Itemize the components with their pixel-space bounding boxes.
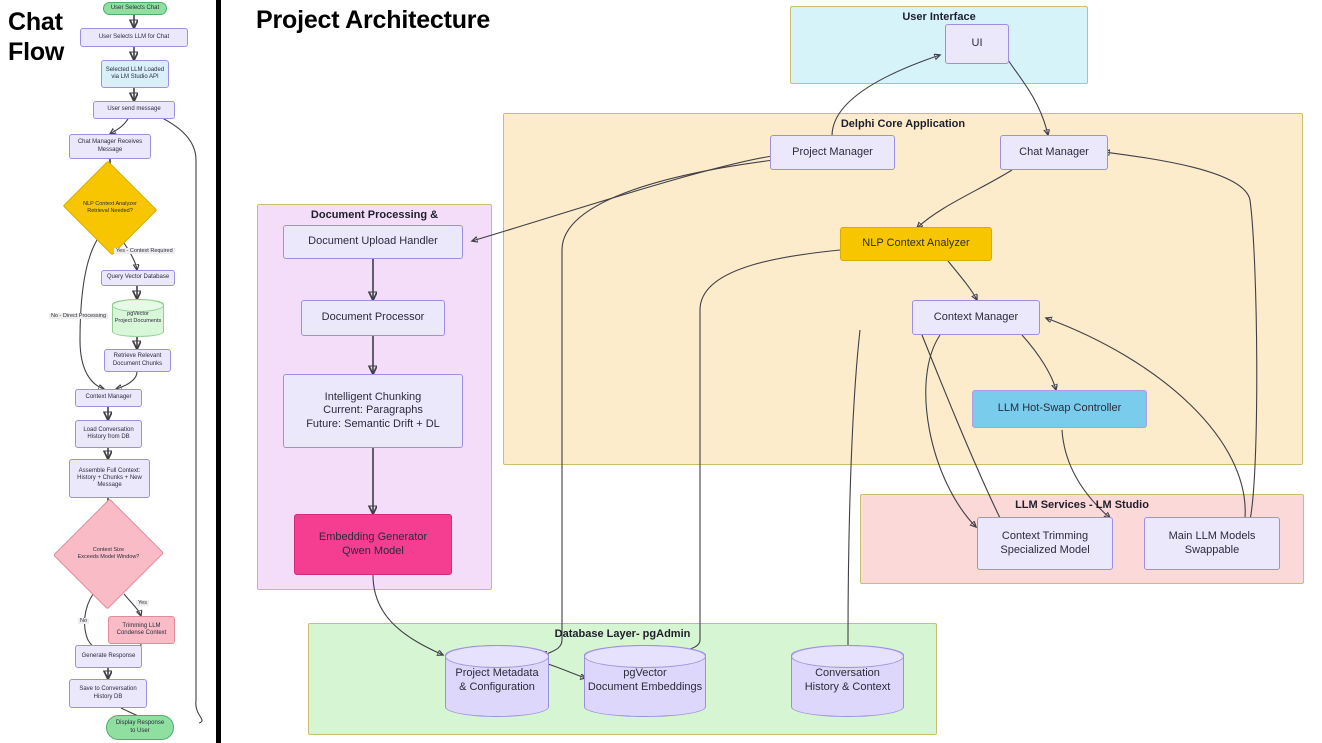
cluster-title-document-processing: Document Processing & bbox=[310, 209, 439, 221]
arch-node-context-trimming[interactable]: Context Trimming Specialized Model bbox=[977, 517, 1113, 570]
chat-flow-node-llm-loaded[interactable]: Selected LLM Loaded via LM Studio API bbox=[101, 60, 169, 88]
chat-flow-node-start[interactable]: User Selects Chat bbox=[103, 2, 167, 15]
cluster-title-database-layer: Database Layer- pgAdmin bbox=[554, 628, 691, 640]
chat-flow-edge-label-no-direct: No - Direct Processing bbox=[49, 313, 109, 320]
chat-flow-node-query-vector-db[interactable]: Query Vector Database bbox=[101, 270, 175, 286]
arch-node-document-processor[interactable]: Document Processor bbox=[301, 300, 445, 336]
arch-node-ui[interactable]: UI bbox=[945, 24, 1009, 64]
chat-flow-node-pgvector[interactable]: pgVector Project Documents bbox=[112, 299, 164, 337]
chat-flow-decision-retrieval[interactable]: NLP Context Analyzer Retrieval Needed? bbox=[62, 160, 158, 256]
cluster-delphi-core: Delphi Core Application bbox=[503, 113, 1303, 465]
cluster-user-interface: User Interface bbox=[790, 6, 1088, 84]
arch-node-main-llm-models[interactable]: Main LLM Models Swappable bbox=[1144, 517, 1280, 570]
chat-flow-node-chat-manager-receives[interactable]: Chat Manager Receives Message bbox=[69, 134, 151, 159]
cylinder-label: Project Metadata & Configuration bbox=[455, 667, 539, 693]
arch-node-context-manager[interactable]: Context Manager bbox=[912, 300, 1040, 335]
cylinder-label: pgVector Document Embeddings bbox=[587, 667, 703, 693]
cluster-title-delphi-core: Delphi Core Application bbox=[840, 118, 966, 130]
arch-node-intelligent-chunking[interactable]: Intelligent Chunking Current: Paragraphs… bbox=[283, 374, 463, 448]
chat-flow-node-context-manager[interactable]: Context Manager bbox=[75, 389, 142, 407]
chat-flow-node-retrieve-chunks[interactable]: Retrieve Relevant Document Chunks bbox=[104, 349, 171, 372]
arch-node-embedding-generator[interactable]: Embedding Generator Qwen Model bbox=[294, 514, 452, 575]
arch-node-chat-manager[interactable]: Chat Manager bbox=[1000, 135, 1108, 170]
chat-flow-node-select-llm[interactable]: User Selects LLM for Chat bbox=[80, 28, 188, 47]
chat-flow-decision-context-size[interactable]: Context Size Exceeds Model Window? bbox=[52, 498, 165, 610]
arch-db-project-metadata[interactable]: Project Metadata & Configuration bbox=[445, 645, 549, 717]
cluster-title-user-interface: User Interface bbox=[902, 11, 976, 23]
chat-flow-node-load-history[interactable]: Load Conversation History from DB bbox=[75, 420, 142, 448]
cylinder-label: Conversation History & Context bbox=[804, 667, 891, 693]
chat-flow-edge-label-no: No bbox=[78, 618, 90, 625]
page-title-architecture: Project Architecture bbox=[256, 6, 491, 34]
chat-flow-node-display-response[interactable]: Display Response to User bbox=[106, 715, 174, 740]
arch-node-project-manager[interactable]: Project Manager bbox=[770, 135, 895, 170]
arch-node-llm-hot-swap-controller[interactable]: LLM Hot-Swap Controller bbox=[972, 390, 1147, 428]
chat-flow-node-trimming-llm[interactable]: Trimming LLM Condense Context bbox=[108, 616, 175, 644]
arch-db-conversation[interactable]: Conversation History & Context bbox=[791, 645, 904, 717]
arch-db-pgvector[interactable]: pgVector Document Embeddings bbox=[584, 645, 706, 717]
arch-node-nlp-context-analyzer[interactable]: NLP Context Analyzer bbox=[840, 227, 992, 261]
chat-flow-node-send-message[interactable]: User send message bbox=[93, 101, 175, 119]
cylinder-label: pgVector Project Documents bbox=[114, 311, 162, 324]
chat-flow-edge-label-yes-context: Yes - Context Required bbox=[114, 248, 175, 255]
panel-divider bbox=[216, 0, 221, 743]
chat-flow-node-save-history[interactable]: Save to Conversation History DB bbox=[69, 679, 147, 708]
chat-flow-node-assemble-context[interactable]: Assemble Full Context: History + Chunks … bbox=[69, 459, 150, 498]
cluster-title-llm-services: LLM Services - LM Studio bbox=[1015, 499, 1149, 511]
page-title-chat-flow: Chat Flow bbox=[8, 8, 65, 66]
arch-node-document-upload-handler[interactable]: Document Upload Handler bbox=[283, 225, 463, 259]
chat-flow-edge-label-yes: Yes bbox=[136, 600, 149, 607]
chat-flow-node-generate-response[interactable]: Generate Response bbox=[75, 645, 142, 668]
